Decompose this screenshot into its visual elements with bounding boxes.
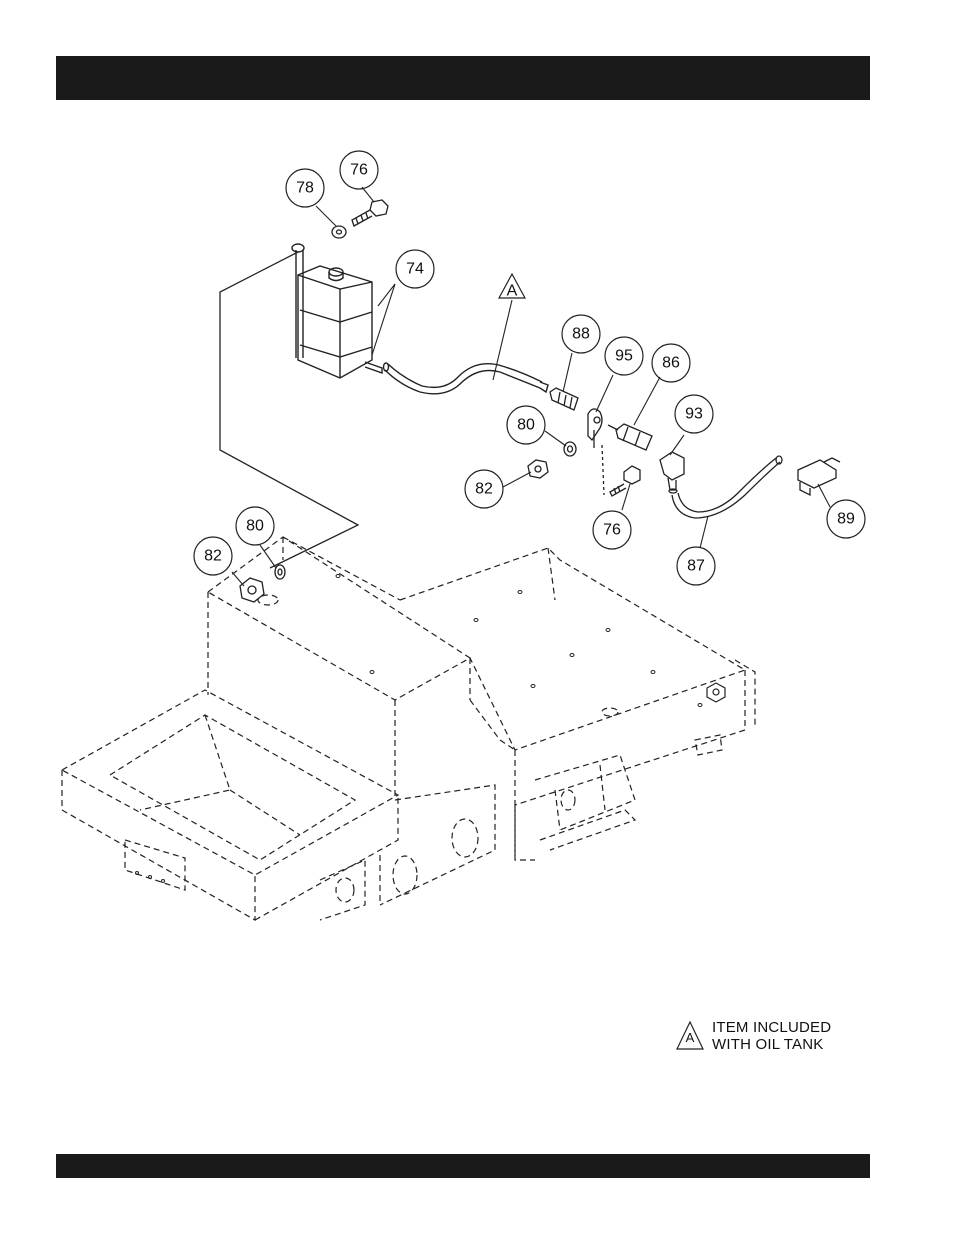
frame-holes xyxy=(136,575,703,883)
callout-label: 88 xyxy=(572,326,590,343)
legend-line-2: WITH OIL TANK xyxy=(712,1036,831,1053)
frame-nut xyxy=(707,683,725,702)
filter-86 xyxy=(608,424,652,450)
bolt-76-lower xyxy=(610,466,640,496)
bolt-76-top xyxy=(352,200,388,226)
hose-a xyxy=(384,363,549,394)
callout-label: 80 xyxy=(517,417,535,434)
callout-label: 74 xyxy=(406,261,424,278)
clamp-95 xyxy=(588,409,604,495)
callout-label: 93 xyxy=(685,406,703,423)
callout-label: 76 xyxy=(603,522,621,539)
callout-circles xyxy=(194,151,865,585)
tee-89 xyxy=(798,458,840,495)
callout-label: 78 xyxy=(296,180,314,197)
callout-label: 82 xyxy=(475,481,493,498)
callout-label: 86 xyxy=(662,355,680,372)
washer-80-upper xyxy=(564,442,576,456)
frame-phantom xyxy=(62,537,755,920)
mount-leader-line xyxy=(220,252,358,568)
callout-label: 95 xyxy=(615,348,633,365)
elbow-93 xyxy=(660,452,684,493)
callout-label: 89 xyxy=(837,511,855,528)
legend-line-1: ITEM INCLUDED xyxy=(712,1019,831,1036)
legend-symbol: A xyxy=(686,1030,695,1045)
hose-87 xyxy=(672,456,782,518)
hose-a-marker-label: A xyxy=(507,283,518,300)
callout-label: 76 xyxy=(350,162,368,179)
washer-78 xyxy=(332,226,346,238)
nut-82-lower xyxy=(240,578,264,602)
callout-label: 82 xyxy=(204,548,222,565)
callout-label: 87 xyxy=(687,558,705,575)
nut-82-upper xyxy=(528,460,548,478)
callout-label: 80 xyxy=(246,518,264,535)
legend-note: A ITEM INCLUDED WITH OIL TANK xyxy=(675,1018,875,1058)
fitting-88 xyxy=(550,388,578,410)
legend-triangle-icon: A xyxy=(675,1020,705,1052)
washer-80-lower xyxy=(275,565,285,579)
leader-lines xyxy=(232,187,830,586)
oil-tank xyxy=(292,244,382,378)
